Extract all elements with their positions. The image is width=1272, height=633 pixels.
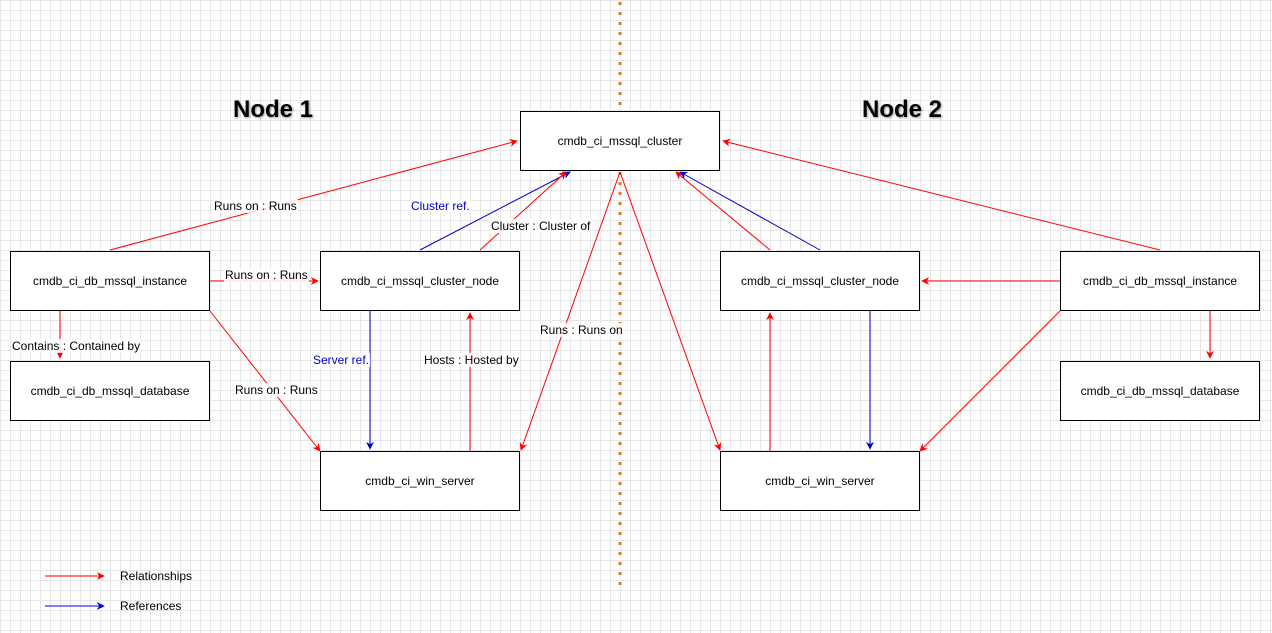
win-server-box-right[interactable]: cmdb_ci_win_server xyxy=(720,451,920,511)
edge-instance-right-to-win-server xyxy=(919,310,1061,452)
edge-cluster-node-left-cluster-ref xyxy=(419,171,571,251)
cluster-node-box-right[interactable]: cmdb_ci_mssql_cluster_node xyxy=(720,251,920,311)
node-1-heading: Node 1 xyxy=(233,96,314,123)
cluster-node-box-left[interactable]: cmdb_ci_mssql_cluster_node xyxy=(320,251,520,311)
edge-cluster-node-right-cluster-rel xyxy=(675,171,771,251)
edge-instance-left-to-cluster xyxy=(109,138,518,251)
instance-box-right[interactable]: cmdb_ci_db_mssql_instance xyxy=(1060,251,1260,311)
edge-cluster-node-right-cluster-ref xyxy=(679,171,821,251)
label-instance-to-server: Runs on : Runs xyxy=(234,383,319,397)
legend-references-label: References xyxy=(120,599,182,613)
edge-cluster-to-win-server-right xyxy=(619,171,722,451)
edge-instance-left-to-win-server xyxy=(209,310,321,452)
database-box-left[interactable]: cmdb_ci_db_mssql_database xyxy=(10,361,210,421)
label-instance-to-node: Runs on : Runs xyxy=(224,268,309,282)
edge-cluster-to-win-server-left xyxy=(519,171,621,451)
label-contains: Contains : Contained by xyxy=(11,339,142,353)
label-server-ref: Server ref. xyxy=(312,353,371,367)
label-server-runs-on-cluster: Runs : Runs on xyxy=(539,323,624,337)
label-hosts: Hosts : Hosted by xyxy=(423,353,520,367)
cluster-box[interactable]: cmdb_ci_mssql_cluster xyxy=(520,111,720,171)
edge-cluster-node-left-cluster-rel xyxy=(479,171,567,251)
label-instance-to-cluster: Runs on : Runs xyxy=(213,199,298,213)
win-server-box-left[interactable]: cmdb_ci_win_server xyxy=(320,451,520,511)
instance-box-left[interactable]: cmdb_ci_db_mssql_instance xyxy=(10,251,210,311)
database-box-right[interactable]: cmdb_ci_db_mssql_database xyxy=(1060,361,1260,421)
node-2-heading: Node 2 xyxy=(862,96,943,123)
label-cluster-ref: Cluster ref. xyxy=(410,199,471,213)
label-cluster-cluster-of: Cluster : Cluster of xyxy=(490,219,592,233)
edge-instance-right-to-cluster xyxy=(722,138,1161,251)
legend-relationships-label: Relationships xyxy=(120,569,193,583)
